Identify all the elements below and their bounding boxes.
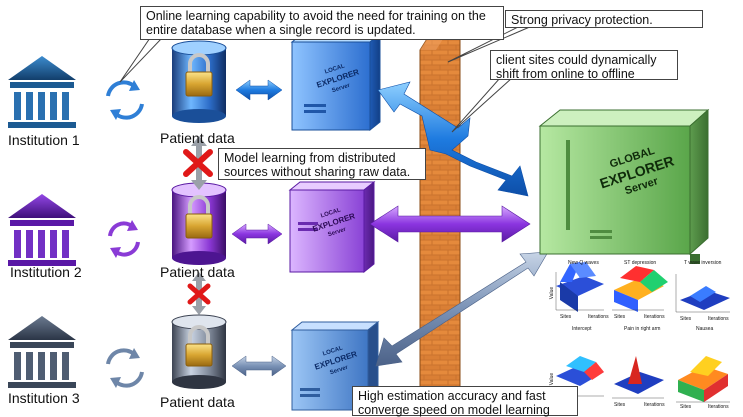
institution-2-label: Institution 2 [10, 264, 82, 280]
sync-cycle-icon-3 [106, 348, 144, 388]
mini-plot-4-title: Intercept [572, 326, 592, 332]
mini-plot-4-zlabel: Value [549, 372, 556, 386]
mini-plot-1-ylabel: Iterations [588, 314, 609, 320]
mini-plot-6 [676, 356, 730, 403]
database-1-icon [171, 40, 227, 123]
institution-2-building-icon [8, 194, 76, 266]
institution-3-label: Institution 3 [8, 390, 80, 406]
institution-1-label: Institution 1 [8, 132, 80, 148]
mini-plot-5-title: Pain in right arm [624, 326, 661, 332]
mini-plot-5-ylabel: Iterations [644, 402, 665, 408]
mini-plot-3 [675, 274, 730, 313]
mini-plot-3-title: T wave inversion [684, 260, 722, 266]
callout-distributed-learning: Model learning from distributed sources … [218, 148, 426, 180]
blocked-link-2-3 [187, 272, 211, 315]
mini-plot-3-xlabel: Sites [680, 316, 692, 322]
db-local-arrow-1 [235, 79, 283, 101]
patient-data-label-3: Patient data [160, 394, 235, 410]
db-local-arrow-3 [231, 355, 287, 377]
mini-plot-6-xlabel: Sites [680, 404, 692, 410]
local-global-arrow-1 [377, 81, 529, 197]
database-2-icon [171, 182, 227, 265]
mini-plot-2-xlabel: Sites [614, 314, 626, 320]
mini-plot-3-ylabel: Iterations [708, 316, 729, 322]
mini-plot-2-title: ST depression [624, 260, 657, 266]
global-explorer-server [538, 108, 710, 264]
callout-dynamic-sites: client sites could dynamically shift fro… [490, 50, 678, 81]
blocked-link-1-2 [183, 136, 213, 190]
patient-data-label-1: Patient data [160, 130, 235, 146]
mini-plot-1-title: New Q waves [568, 260, 599, 266]
mini-plot-5-xlabel: Sites [614, 402, 626, 408]
callout-privacy: Strong privacy protection. [505, 10, 703, 28]
mini-plot-5 [612, 356, 664, 399]
firewall-brick-wall [419, 11, 461, 414]
mini-plot-4 [556, 356, 604, 397]
mini-plot-2-ylabel: Iterations [644, 314, 665, 320]
mini-plot-2 [612, 266, 668, 312]
mini-plot-1-xlabel: Sites [560, 314, 572, 320]
callout-online-learning: Online learning capability to avoid the … [140, 6, 504, 40]
callout-accuracy: High estimation accuracy and fast conver… [352, 386, 578, 417]
mini-plot-6-title: Nausea [696, 326, 714, 332]
sync-cycle-icon-2 [108, 220, 140, 258]
institution-1-building-icon [8, 56, 76, 128]
local-global-arrow-2 [369, 205, 531, 243]
mini-plot-1 [555, 262, 604, 312]
local-global-arrow-3 [375, 251, 549, 367]
db-local-arrow-2 [231, 223, 283, 245]
mini-plot-6-ylabel: Iterations [708, 404, 729, 410]
sync-cycle-icon-1 [106, 80, 144, 120]
mini-plot-1-zlabel: Value [549, 286, 556, 300]
local-server-2 [288, 180, 376, 274]
database-3-icon [171, 314, 227, 389]
institution-3-building-icon [8, 316, 76, 388]
patient-data-label-2: Patient data [160, 264, 235, 280]
